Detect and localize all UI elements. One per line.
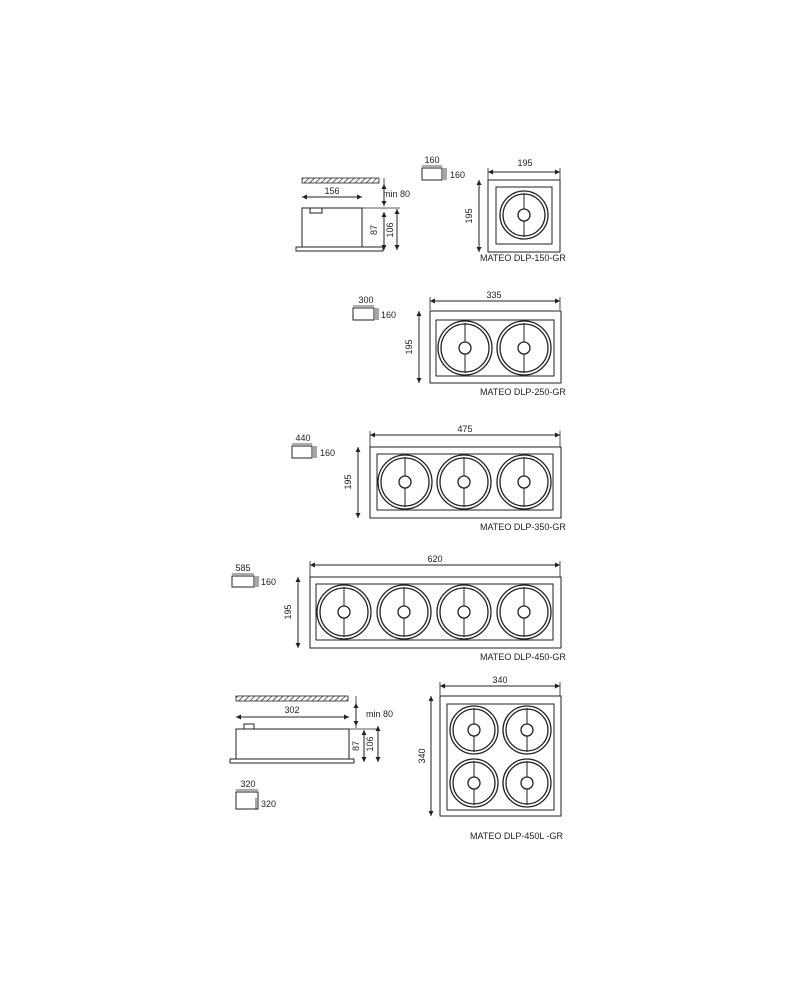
cutout-depth: 160 — [450, 170, 465, 180]
cutout-320x320: 320 320 — [235, 779, 276, 810]
cutout-depth: 160 — [320, 448, 335, 458]
model-label: MATEO DLP-150-GR — [480, 253, 566, 263]
hob-body — [301, 207, 363, 248]
burner-ring — [316, 584, 372, 640]
cutout-width: 300 — [358, 295, 373, 305]
burner-ring — [436, 454, 492, 510]
hob-dlp-150: 195 195 MATEO DLP-150-GR — [464, 158, 566, 263]
dim-width: 335 — [486, 290, 501, 300]
dim-width: 340 — [492, 675, 507, 685]
dim-total-height: 106 — [365, 736, 375, 751]
dim-body-height: 87 — [369, 225, 379, 235]
burner-ring — [437, 320, 493, 376]
model-label: MATEO DLP-250-GR — [480, 387, 566, 397]
dim-body-height: 87 — [351, 741, 361, 751]
dim-width: 475 — [457, 424, 472, 434]
hob-top-plate — [295, 246, 384, 252]
hob-body — [235, 728, 350, 760]
model-label: MATEO DLP-450-GR — [480, 652, 566, 662]
cutout-depth: 160 — [381, 310, 396, 320]
model-label: MATEO DLP-450L -GR — [470, 831, 564, 841]
burner-ring — [496, 584, 552, 640]
burner-ring — [502, 705, 552, 755]
dim-total-height: 106 — [385, 222, 395, 237]
countertop-section — [235, 695, 349, 702]
burner-ring — [496, 320, 552, 376]
cutout-300x160: 300 160 — [352, 295, 396, 321]
dim-depth: 195 — [343, 474, 353, 489]
dim-depth: 340 — [417, 748, 427, 763]
burner-ring — [449, 758, 499, 808]
dim-width: 195 — [517, 158, 532, 168]
cutout-width: 160 — [424, 155, 439, 165]
dim-depth: 195 — [464, 208, 474, 223]
burner-ring — [436, 584, 492, 640]
burner-ring — [496, 454, 552, 510]
hob-top-plate — [229, 758, 355, 764]
hob-dlp-250: 335 195 MATEO DLP-250-GR — [404, 290, 566, 397]
countertop-section — [301, 177, 380, 184]
burner-ring — [377, 454, 433, 510]
hob-dlp-450: 620 195 MATEO DLP-450-GR — [283, 554, 566, 662]
dim-depth: 195 — [404, 339, 414, 354]
cutout-585x160: 585 160 — [231, 563, 276, 588]
cutout-440x160: 440 160 — [291, 433, 335, 459]
burner-ring — [499, 190, 549, 240]
dim-width: 620 — [427, 554, 442, 564]
dim-depth: 195 — [283, 604, 293, 619]
burner-ring — [502, 758, 552, 808]
cutout-160x160: 160 160 — [421, 155, 465, 181]
model-label: MATEO DLP-350-GR — [480, 522, 566, 532]
hob-dlp-350: 475 195 MATEO DLP-350-GR — [343, 424, 566, 532]
side-view-dlp-150: 156 min 80 87 106 — [295, 177, 410, 252]
dim-min-gap: min 80 — [366, 709, 393, 719]
burner-ring — [376, 584, 432, 640]
dim-top-width: 156 — [324, 186, 339, 196]
burner-ring — [449, 705, 499, 755]
dim-min-gap: min 80 — [383, 189, 410, 199]
cutout-width: 440 — [295, 433, 310, 443]
cutout-depth: 320 — [261, 799, 276, 809]
cutout-width: 320 — [240, 779, 255, 789]
cutout-width: 585 — [235, 563, 250, 573]
side-view-dlp-450l: 302 min 80 87 106 — [229, 695, 393, 764]
cutout-depth: 160 — [261, 577, 276, 587]
hob-dlp-450l: 340 340 MATEO DLP-450L -GR — [417, 675, 564, 841]
dim-top-width: 302 — [284, 705, 299, 715]
